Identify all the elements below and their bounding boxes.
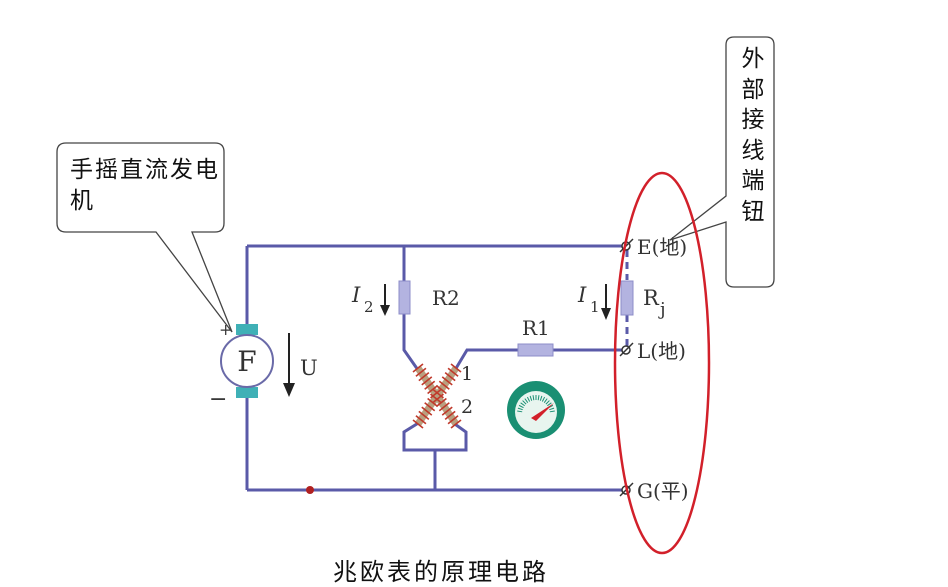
generator-bottom-brush [236,387,258,398]
meter-tick [529,395,533,401]
terminal-l: L(地) [619,339,686,363]
terminals-callout-text: 外 部 接 线 端 钮 [739,44,767,227]
junction-dot [306,486,314,494]
r1-label: R1 [522,316,550,340]
terminals-callout-box [669,36,775,288]
terminals-callout-char: 钮 [741,198,765,225]
meter-tick [549,410,555,413]
generator-top-brush [236,324,258,335]
coil-turn [438,380,450,390]
coil-turn [432,393,444,403]
meter-tick [532,395,535,401]
terminals-callout-char: 外 [741,46,765,72]
coil-turn [427,384,439,395]
meter-tick [537,395,540,401]
current-i2-sub: 2 [364,298,374,316]
current-arrow-i2: I 2 [351,283,390,316]
coil-turn [421,376,433,386]
coil-turn [424,402,436,412]
terminal-highlight-ellipse [613,171,711,555]
terminal-e: E(地) [619,235,687,259]
generator-callout-text: 手摇直流发电机 [70,157,220,214]
meter-tick [518,404,524,409]
meter-tick [539,395,543,401]
meter-tick [524,398,529,403]
coil-turn [415,415,427,425]
resistor-rj [620,280,634,316]
coil-turn [447,367,459,377]
coil-turn [435,384,447,395]
resistor-r2 [398,280,411,315]
generator-symbol: F [237,345,256,378]
terminals-callout-char: 端 [741,168,765,194]
meter-tick [526,396,531,402]
resistor-r1 [517,343,554,357]
terminal-g-label: G(平) [637,479,689,503]
coil-turn [412,419,424,429]
coil-2-label: 2 [461,396,473,418]
diagram-caption: 兆欧表的原理电路 [333,558,549,586]
coil-turn [430,389,442,399]
meter-tick [543,398,548,403]
coil-turn [430,393,442,403]
coil-turn [418,410,430,421]
crossed-coils [412,363,462,429]
coil-2-core [415,366,459,426]
terminals-callout-char: 线 [741,137,765,164]
coil-turn [424,380,436,390]
meter-tick [549,407,555,411]
coil-turn [444,410,456,421]
current-i1-label: I [577,283,587,307]
coil-1-label: 1 [461,363,473,385]
current-arrow-i1: I 1 [577,283,611,320]
meter-dial [507,381,565,439]
coil-turn [450,419,462,429]
coil-turn [444,371,456,382]
meter-tick [545,400,550,405]
meter-face [515,391,557,433]
coil-turns [412,363,462,429]
meter-tick [541,396,546,402]
meter-tick [517,407,523,411]
coil-turn [432,389,444,399]
circuit-diagram: F + − U I 2 I 1 R2 R1 R j 1 2 E(地) [56,36,775,555]
coil-turn [441,376,453,386]
rj-sub: j [658,299,666,320]
coil-turn [415,367,427,377]
coil-turn [450,363,462,373]
terminal-e-label: E(地) [637,235,687,259]
rj-label: R [643,286,660,310]
coil-turn [412,363,424,373]
voltage-label: U [300,356,318,380]
coil-turn [421,406,433,416]
terminal-l-label: L(地) [637,339,686,363]
coil-turn [441,406,453,416]
wire-r2-bottom [402,313,420,371]
wire-r1-left [453,348,518,371]
current-i2-label: I [351,283,361,307]
meter-needle [531,403,554,421]
wire-coil-loop [402,420,468,452]
generator-circle [220,334,274,388]
meter-tick [517,410,523,413]
voltage-arrow: U [283,333,318,397]
generator-minus: − [209,387,227,412]
meter-tick [547,402,552,407]
meter-tick [522,400,527,405]
coil-turn [447,415,459,425]
coil-turn [427,397,439,408]
generator-callout-box [56,142,233,333]
coil-turn [418,371,430,382]
terminals-callout-char: 部 [741,76,765,103]
circuit-svg: F + − U I 2 I 1 R2 R1 R j 1 2 E(地) [56,36,775,555]
current-i1-sub: 1 [590,298,600,316]
r2-label: R2 [432,286,460,310]
generator: F + − [209,320,274,412]
coil-turn [438,402,450,412]
terminals-callout-char: 接 [741,107,765,133]
meter-tick [520,402,525,407]
coil-turn [435,397,447,408]
